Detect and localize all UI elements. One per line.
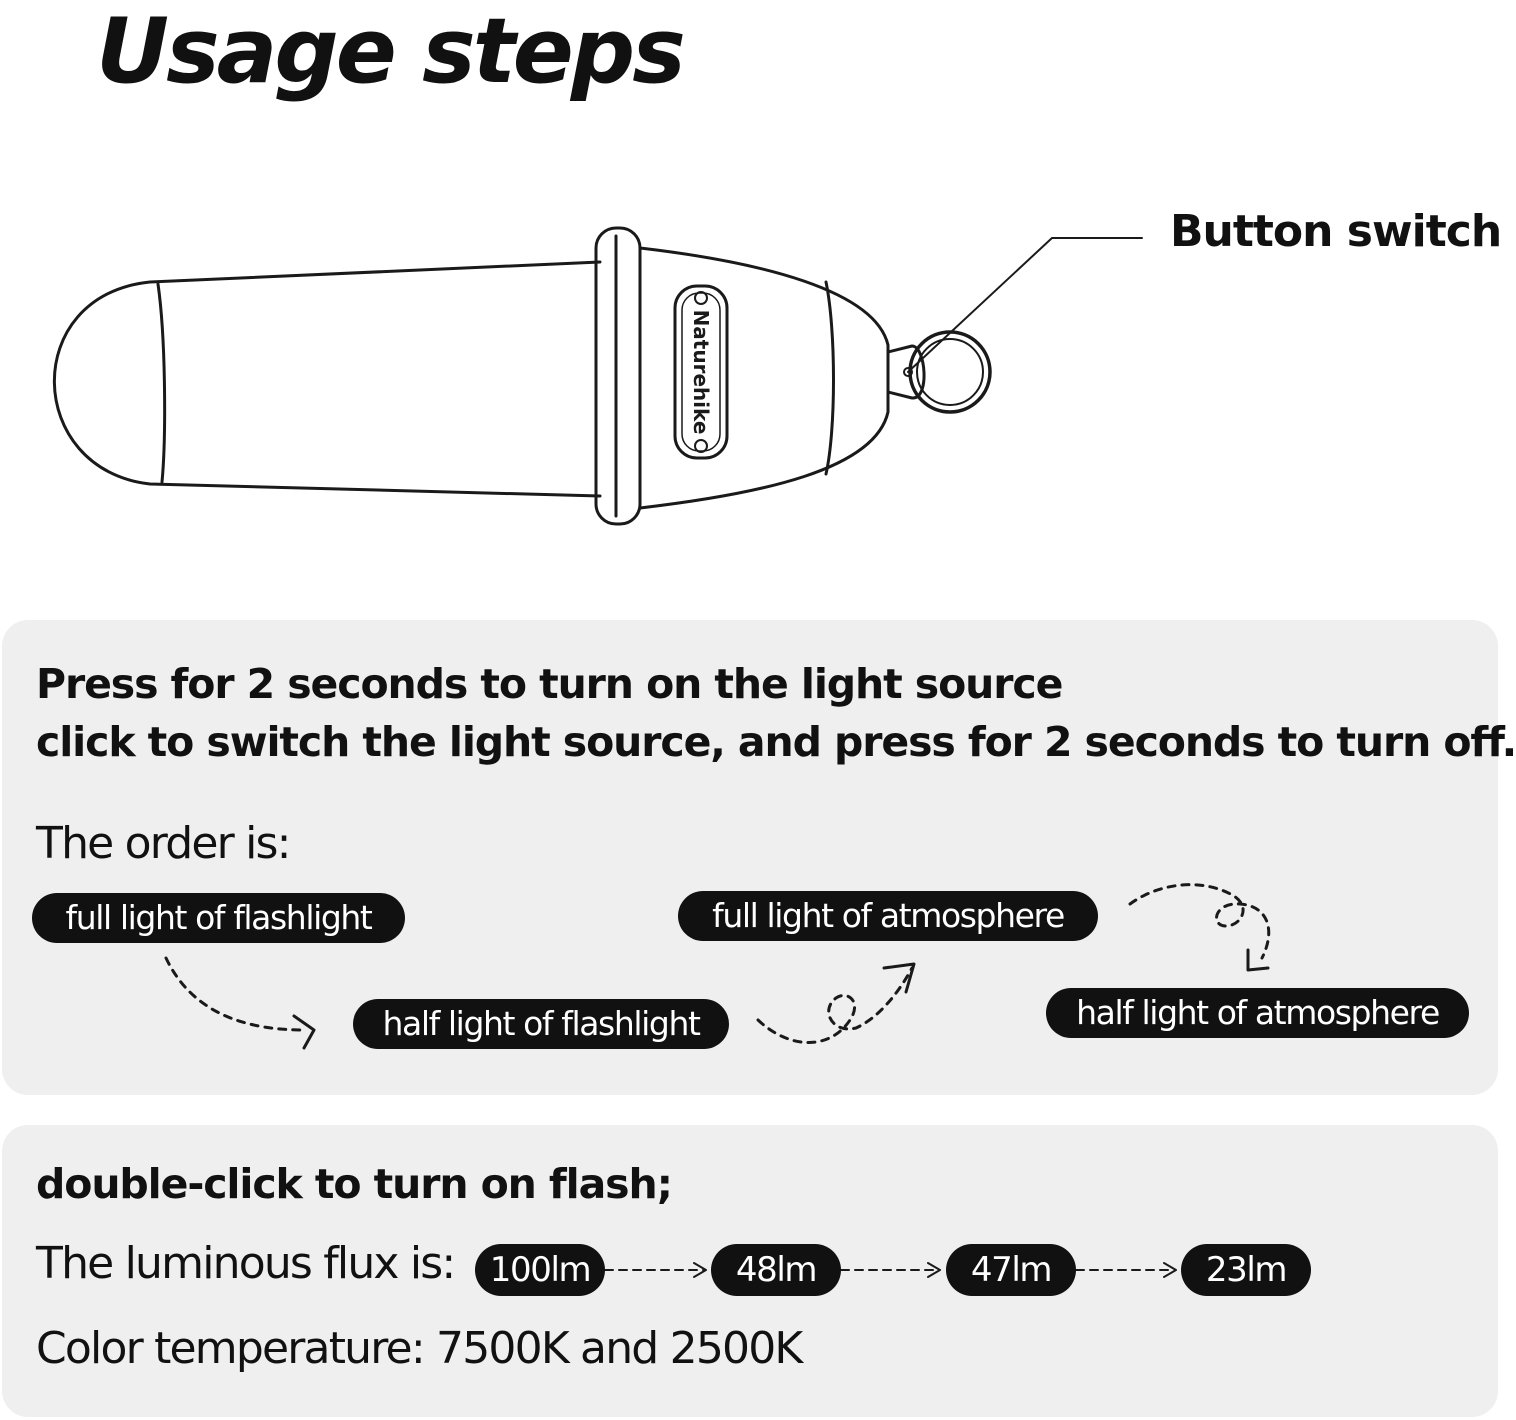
flux-pill-23lm: 23lm bbox=[1181, 1244, 1311, 1296]
device-illustration: Naturehike bbox=[53, 226, 1143, 526]
mode-pill-half-flashlight: half light of flashlight bbox=[353, 999, 729, 1049]
color-temperature: Color temperature: 7500K and 2500K bbox=[36, 1323, 803, 1374]
flux-pill-100lm: 100lm bbox=[475, 1244, 605, 1296]
mode-pill-full-flashlight: full light of flashlight bbox=[32, 893, 405, 943]
mode-pill-full-atmosphere: full light of atmosphere bbox=[678, 891, 1098, 941]
flux-pill-48lm: 48lm bbox=[711, 1244, 841, 1296]
flux-label: The luminous flux is: bbox=[36, 1238, 456, 1289]
mode-pill-half-atmosphere: half light of atmosphere bbox=[1046, 988, 1469, 1038]
instruction-line-1: Press for 2 seconds to turn on the light… bbox=[36, 660, 1063, 708]
page-title: Usage steps bbox=[96, 0, 686, 104]
button-switch bbox=[886, 344, 926, 400]
lamp-head-seam bbox=[824, 280, 835, 476]
order-label: The order is: bbox=[36, 818, 292, 869]
lamp-body bbox=[53, 260, 602, 498]
lamp-flange bbox=[594, 226, 642, 526]
lamp-body-seam bbox=[156, 282, 167, 484]
flux-pill-47lm: 47lm bbox=[946, 1244, 1076, 1296]
brand-label: Naturehike bbox=[689, 310, 713, 435]
button-switch-label: Button switch bbox=[1170, 206, 1502, 257]
brand-plate bbox=[673, 284, 729, 460]
instruction-line-2: click to switch the light source, and pr… bbox=[36, 718, 1516, 766]
lamp-head bbox=[638, 246, 890, 510]
flash-heading: double-click to turn on flash; bbox=[36, 1160, 673, 1208]
callout-leader-line bbox=[907, 237, 1143, 373]
key-ring bbox=[908, 330, 992, 414]
